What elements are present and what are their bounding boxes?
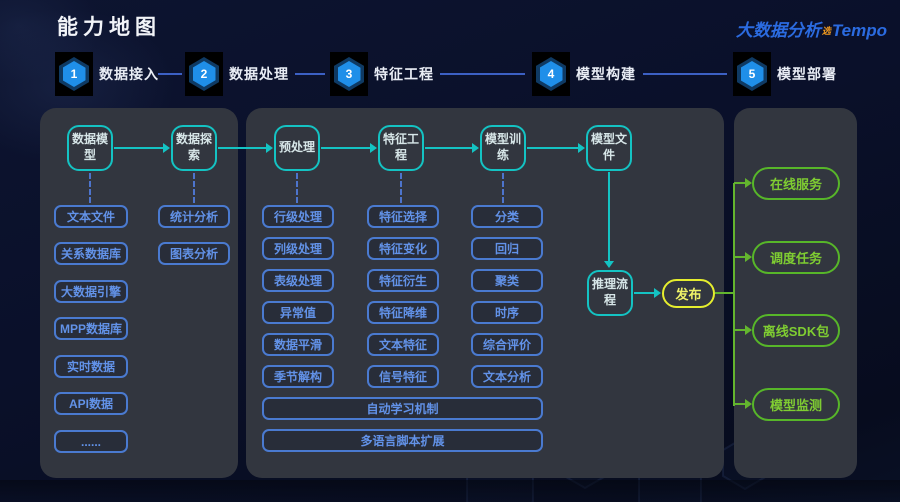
arrow-right-icon xyxy=(734,252,752,262)
list-item-ingest: MPP数据库 xyxy=(54,317,128,340)
arrow-right-icon xyxy=(321,143,377,153)
flow-node-inference: 推理流程 xyxy=(587,270,633,316)
hexagon-icon: 3 xyxy=(334,57,364,91)
list-item-train: 综合评价 xyxy=(471,333,543,356)
arrow-right-icon xyxy=(734,325,752,335)
arrow-right-icon xyxy=(734,399,752,409)
flow-node-feature-eng: 特征工程 xyxy=(378,125,424,171)
arrow-down-icon xyxy=(604,172,614,268)
deploy-item-schedule-task: 调度任务 xyxy=(752,241,840,274)
step-1-number: 1 xyxy=(62,61,86,87)
dashed-connector xyxy=(296,173,298,203)
page-title: 能力地图 xyxy=(57,16,161,39)
arrow-right-icon xyxy=(218,143,273,153)
deploy-item-online-service: 在线服务 xyxy=(752,167,840,200)
arrow-right-icon xyxy=(634,288,661,298)
step-3-number: 3 xyxy=(337,61,361,87)
list-item-train: 分类 xyxy=(471,205,543,228)
list-item-train: 聚类 xyxy=(471,269,543,292)
step-5-label: 模型部署 xyxy=(777,66,837,82)
step-data-ingest: 1 数据接入 xyxy=(55,52,159,96)
list-item-feature: 文本特征 xyxy=(367,333,439,356)
flow-node-model-train: 模型训练 xyxy=(480,125,526,171)
list-item-feature: 特征降维 xyxy=(367,301,439,324)
step-model-build: 4 模型构建 xyxy=(532,52,636,96)
arrow-right-icon xyxy=(527,143,585,153)
list-item-ingest: 文本文件 xyxy=(54,205,128,228)
hexagon-icon: 4 xyxy=(536,57,566,91)
dashed-connector xyxy=(400,173,402,203)
flow-node-preprocess: 预处理 xyxy=(274,125,320,171)
list-item-preprocess: 季节解构 xyxy=(262,365,334,388)
step-5-number: 5 xyxy=(740,61,764,87)
flow-node-data-model: 数据模型 xyxy=(67,125,113,171)
list-item-ingest: ...... xyxy=(54,430,128,453)
list-item-explore: 图表分析 xyxy=(158,242,230,265)
list-item-preprocess: 行级处理 xyxy=(262,205,334,228)
step-1-label: 数据接入 xyxy=(99,66,159,82)
dashed-connector xyxy=(502,173,504,203)
step-2-label: 数据处理 xyxy=(229,66,289,82)
step-4-badge: 4 xyxy=(532,52,570,96)
panel-deployment xyxy=(734,108,857,478)
deploy-item-offline-sdk: 离线SDK包 xyxy=(752,314,840,347)
list-item-feature: 信号特征 xyxy=(367,365,439,388)
brand-logo-suffix: Tempo xyxy=(831,21,887,40)
hexagon-icon: 1 xyxy=(59,57,89,91)
flow-node-data-explore: 数据探索 xyxy=(171,125,217,171)
list-item-train: 文本分析 xyxy=(471,365,543,388)
list-item-preprocess: 列级处理 xyxy=(262,237,334,260)
deploy-item-model-monitor: 模型监测 xyxy=(752,388,840,421)
step-1-badge: 1 xyxy=(55,52,93,96)
list-item-ingest: API数据 xyxy=(54,392,128,415)
list-item-train: 时序 xyxy=(471,301,543,324)
list-item-ingest: 关系数据库 xyxy=(54,242,128,265)
step-connector-line xyxy=(643,73,727,75)
step-2-badge: 2 xyxy=(185,52,223,96)
dashed-connector xyxy=(89,173,91,203)
list-item-feature: 特征变化 xyxy=(367,237,439,260)
step-feature-eng: 3 特征工程 xyxy=(330,52,434,96)
step-connector-line xyxy=(440,73,525,75)
step-3-label: 特征工程 xyxy=(374,66,434,82)
bottom-band xyxy=(0,480,900,502)
dashed-connector xyxy=(193,173,195,203)
brand-logo-prefix: 大数据分析 xyxy=(735,21,821,40)
arrow-right-icon xyxy=(114,143,170,153)
list-item-feature: 特征选择 xyxy=(367,205,439,228)
step-data-process: 2 数据处理 xyxy=(185,52,289,96)
hexagon-icon: 2 xyxy=(189,57,219,91)
list-item-preprocess: 表级处理 xyxy=(262,269,334,292)
list-item-explore: 统计分析 xyxy=(158,205,230,228)
green-connector xyxy=(715,292,735,294)
step-4-number: 4 xyxy=(539,61,563,87)
list-item-ingest: 实时数据 xyxy=(54,355,128,378)
brand-logo: 大数据分析选Tempo xyxy=(736,16,887,41)
list-item-wide: 多语言脚本扩展 xyxy=(262,429,543,452)
step-4-label: 模型构建 xyxy=(576,66,636,82)
list-item-wide: 自动学习机制 xyxy=(262,397,543,420)
step-3-badge: 3 xyxy=(330,52,368,96)
list-item-train: 回归 xyxy=(471,237,543,260)
arrow-right-icon xyxy=(734,178,752,188)
list-item-ingest: 大数据引擎 xyxy=(54,280,128,303)
brand-logo-mid: 选 xyxy=(821,26,831,36)
list-item-preprocess: 异常值 xyxy=(262,301,334,324)
step-connector-line xyxy=(295,73,325,75)
list-item-preprocess: 数据平滑 xyxy=(262,333,334,356)
step-connector-line xyxy=(158,73,182,75)
flow-node-model-file: 模型文件 xyxy=(586,125,632,171)
publish-node: 发布 xyxy=(662,279,715,308)
step-2-number: 2 xyxy=(192,61,216,87)
step-5-badge: 5 xyxy=(733,52,771,96)
step-model-deploy: 5 模型部署 xyxy=(733,52,837,96)
green-trunk-line xyxy=(733,183,735,406)
list-item-feature: 特征衍生 xyxy=(367,269,439,292)
arrow-right-icon xyxy=(425,143,479,153)
hexagon-icon: 5 xyxy=(737,57,767,91)
